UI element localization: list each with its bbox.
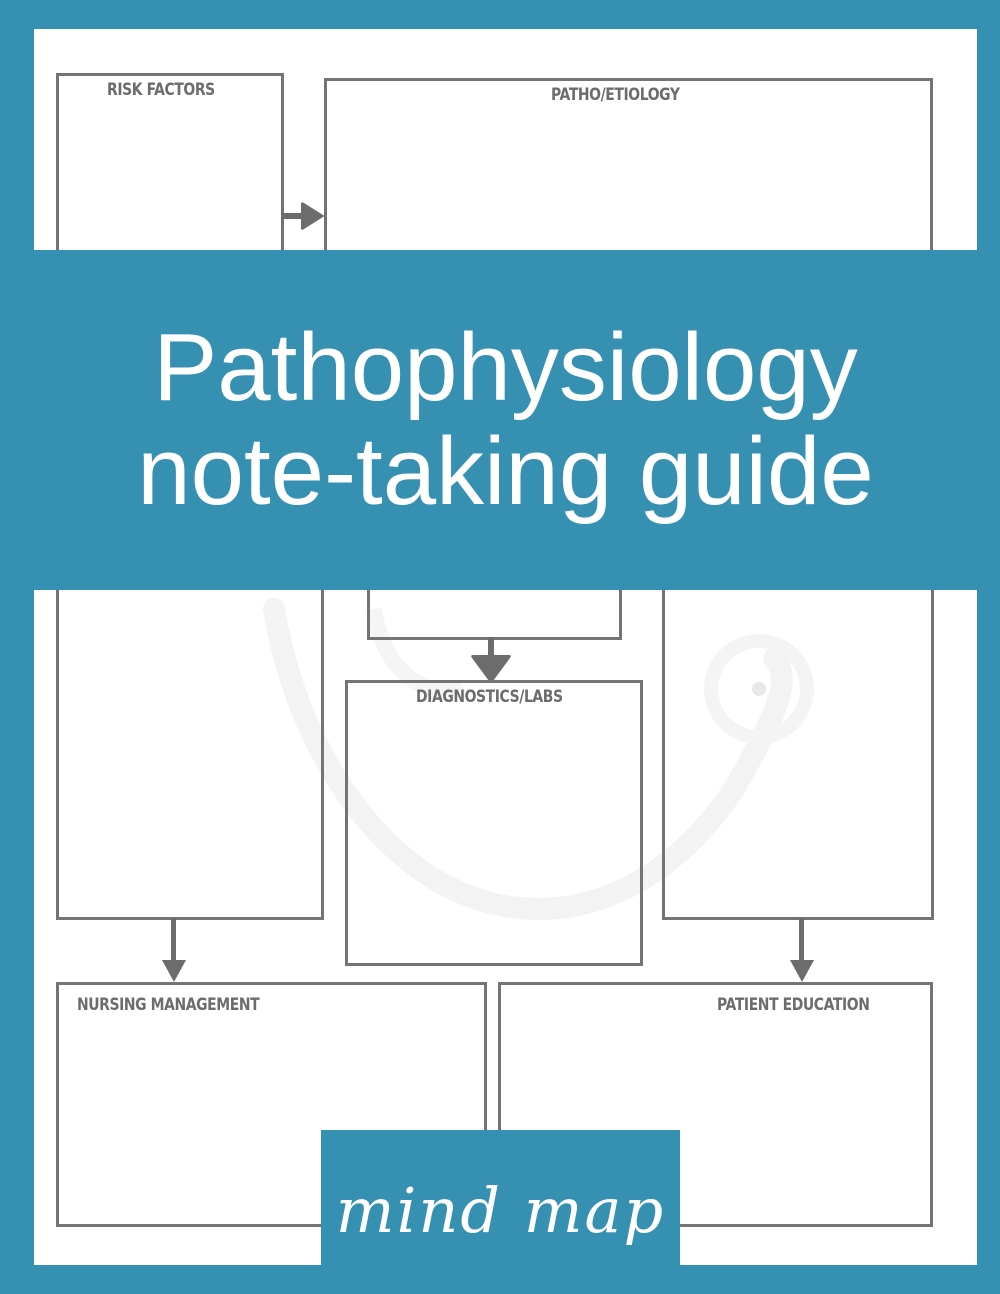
title-banner: Pathophysiology note-taking guide — [34, 250, 977, 590]
mind-map-badge: mind map — [321, 1130, 680, 1294]
left-column-box — [56, 549, 324, 920]
paper-page: RISK FACTORS PATHO/ETIOLOGY DIAGNOSTICS/… — [34, 29, 977, 1265]
arrow-right-icon — [281, 202, 324, 230]
arrow-down-icon — [162, 918, 186, 982]
arrow-down-icon — [790, 918, 814, 982]
title-line-1: Pathophysiology — [153, 314, 858, 421]
title-line-2: note-taking guide — [137, 418, 874, 525]
diagnostics-labs-label: DIAGNOSTICS/LABS — [416, 687, 563, 707]
patient-education-label: PATIENT EDUCATION — [717, 995, 870, 1015]
risk-factors-label: RISK FACTORS — [107, 80, 215, 100]
patient-education-box: PATIENT EDUCATION — [498, 982, 933, 1227]
stethoscope-watermark-icon — [263, 598, 814, 920]
patho-etiology-label: PATHO/ETIOLOGY — [551, 85, 680, 105]
mind-map-badge-text: mind map — [335, 1173, 666, 1247]
nursing-management-box: NURSING MANAGEMENT — [56, 982, 487, 1227]
right-column-box — [662, 549, 934, 920]
nursing-management-label: NURSING MANAGEMENT — [77, 995, 260, 1015]
arrow-down-icon — [471, 637, 511, 682]
diagnostics-labs-box: DIAGNOSTICS/LABS — [345, 680, 643, 966]
